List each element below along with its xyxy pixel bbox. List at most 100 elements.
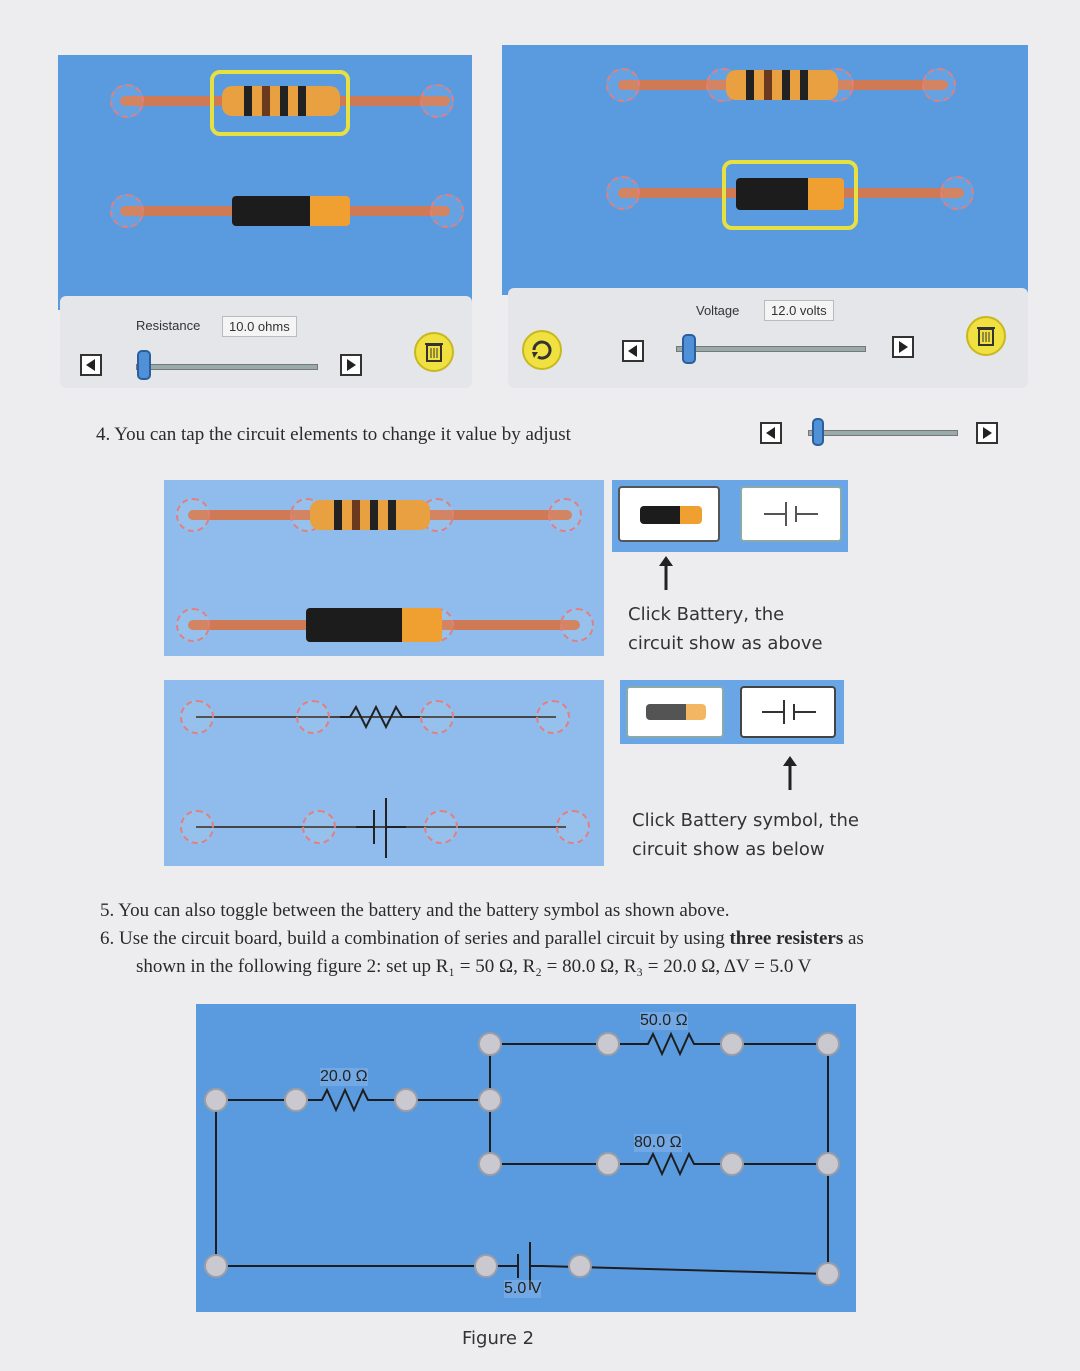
resistor[interactable]: [726, 70, 838, 100]
junction-node[interactable]: [548, 498, 582, 532]
junction-node[interactable]: [478, 1088, 502, 1112]
r2-label: 80.0 Ω: [634, 1134, 682, 1152]
junction-node[interactable]: [110, 194, 144, 228]
junction-node[interactable]: [424, 810, 458, 844]
junction-node[interactable]: [720, 1152, 744, 1176]
battery-label: 5.0 V: [504, 1280, 542, 1298]
junction-node[interactable]: [110, 84, 144, 118]
junction-node[interactable]: [720, 1032, 744, 1056]
selection-highlight: [722, 160, 858, 230]
junction-node[interactable]: [922, 68, 956, 102]
junction-node[interactable]: [536, 700, 570, 734]
junction-node[interactable]: [394, 1088, 418, 1112]
right-arrow-icon: [347, 359, 356, 371]
junction-node[interactable]: [176, 498, 210, 532]
schematic-view-panel: [164, 680, 604, 866]
symbol-note-line2: circuit show as below: [632, 839, 825, 860]
battery-symbol[interactable]: [356, 796, 406, 860]
battery-realistic-toggle[interactable]: [626, 686, 724, 738]
trash-icon: [425, 343, 443, 362]
junction-node[interactable]: [940, 176, 974, 210]
junction-node[interactable]: [296, 700, 330, 734]
figure2-circuit-panel: [196, 1004, 856, 1312]
trash-icon: [977, 327, 995, 346]
step4-text: 4. You can tap the circuit elements to c…: [96, 424, 571, 445]
junction-node[interactable]: [816, 1262, 840, 1286]
junction-node[interactable]: [478, 1152, 502, 1176]
battery-note-line2: circuit show as above: [628, 633, 823, 654]
r1-label: 50.0 Ω: [640, 1012, 688, 1030]
r3-label: 20.0 Ω: [320, 1068, 368, 1086]
step6-line1-pre: 6. Use the circuit board, build a combin…: [100, 928, 730, 949]
resistor[interactable]: [310, 500, 430, 530]
battery-realistic-toggle[interactable]: [618, 486, 720, 542]
resistor[interactable]: [222, 86, 340, 116]
junction-node[interactable]: [596, 1032, 620, 1056]
decrease-resistance-button[interactable]: [80, 354, 102, 376]
voltage-slider-thumb[interactable]: [682, 334, 696, 364]
resistance-label: Resistance: [136, 318, 201, 333]
up-arrow-icon: [659, 556, 673, 590]
junction-node[interactable]: [420, 700, 454, 734]
junction-node[interactable]: [176, 608, 210, 642]
r1-resistor[interactable]: [608, 1031, 732, 1057]
decrease-voltage-button[interactable]: [622, 340, 644, 362]
left-arrow-icon: [766, 427, 775, 439]
junction-node[interactable]: [568, 1254, 592, 1278]
junction-node[interactable]: [474, 1254, 498, 1278]
junction-node[interactable]: [430, 194, 464, 228]
step6-line1-bold: three resisters: [729, 928, 844, 949]
junction-node[interactable]: [420, 84, 454, 118]
example-slider-thumb[interactable]: [812, 418, 824, 446]
voltage-slider-track[interactable]: [676, 346, 866, 352]
increase-voltage-button[interactable]: [892, 336, 914, 358]
wire[interactable]: [196, 826, 566, 828]
up-arrow-icon: [783, 756, 797, 790]
example-slider-track[interactable]: [808, 430, 958, 436]
junction-node[interactable]: [284, 1088, 308, 1112]
resistance-slider-thumb[interactable]: [137, 350, 151, 380]
junction-node[interactable]: [180, 700, 214, 734]
battery[interactable]: [232, 196, 350, 226]
junction-node[interactable]: [596, 1152, 620, 1176]
right-arrow-icon: [983, 427, 992, 439]
rotate-icon: [532, 340, 552, 360]
junction-node[interactable]: [204, 1088, 228, 1112]
junction-node[interactable]: [816, 1152, 840, 1176]
junction-node[interactable]: [478, 1032, 502, 1056]
resistance-control-strip: [60, 296, 472, 388]
step6-line2: shown in the following figure 2: set up …: [136, 956, 812, 977]
rotate-button[interactable]: [522, 330, 562, 370]
slider-right-arrow[interactable]: [976, 422, 998, 444]
wire[interactable]: [196, 716, 556, 718]
junction-node[interactable]: [606, 68, 640, 102]
junction-node[interactable]: [556, 810, 590, 844]
battery-symbol-toggle[interactable]: [740, 486, 842, 542]
resistor-symbol[interactable]: [340, 704, 420, 730]
voltage-label: Voltage: [696, 303, 740, 318]
junction-node[interactable]: [606, 176, 640, 210]
figure2-circuit-diagram: [204, 1031, 840, 1290]
junction-node[interactable]: [204, 1254, 228, 1278]
delete-battery-button[interactable]: [966, 316, 1006, 356]
resistance-value: 10.0 ohms: [222, 316, 297, 337]
junction-node[interactable]: [180, 810, 214, 844]
battery-note: Click Battery, the circuit show as above: [628, 600, 823, 658]
delete-resistor-button[interactable]: [414, 332, 454, 372]
junction-node[interactable]: [816, 1032, 840, 1056]
battery-symbol-toggle[interactable]: [740, 686, 836, 738]
junction-node[interactable]: [302, 810, 336, 844]
battery[interactable]: [306, 608, 442, 642]
battery-note-line1: Click Battery, the: [628, 604, 785, 625]
increase-resistance-button[interactable]: [340, 354, 362, 376]
left-arrow-icon: [86, 359, 95, 371]
r3-resistor[interactable]: [296, 1087, 406, 1113]
slider-left-arrow[interactable]: [760, 422, 782, 444]
voltage-value: 12.0 volts: [764, 300, 834, 321]
resistance-slider-track[interactable]: [136, 364, 318, 370]
r2-resistor[interactable]: [608, 1151, 732, 1177]
junction-node[interactable]: [560, 608, 594, 642]
battery[interactable]: [736, 178, 844, 210]
battery-symbol-icon: [762, 700, 816, 724]
figure2-battery[interactable]: [496, 1242, 542, 1290]
